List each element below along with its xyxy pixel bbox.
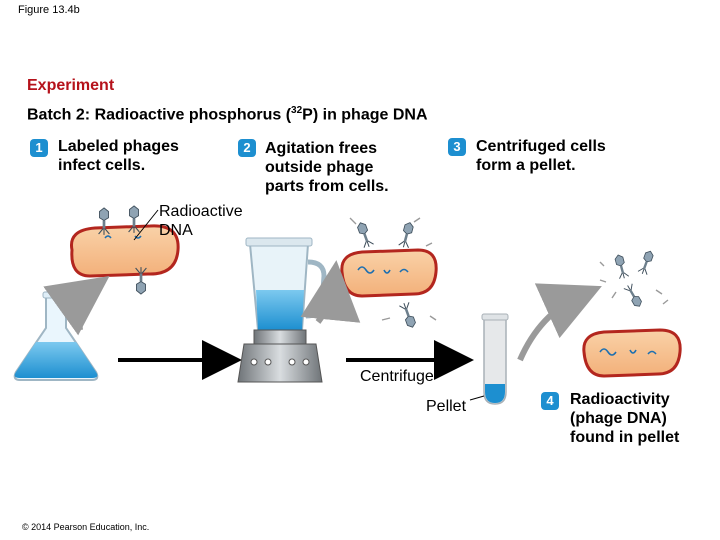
step-1-badge: 1 bbox=[30, 139, 48, 157]
step-2-text: Agitation frees outside phage parts from… bbox=[265, 140, 389, 195]
copyright-notice: © 2014 Pearson Education, Inc. bbox=[22, 522, 150, 532]
step-2-badge: 2 bbox=[238, 139, 256, 157]
step-3-text: Centrifuged cells form a pellet. bbox=[476, 138, 606, 174]
blender bbox=[237, 237, 327, 383]
step-4-badge: 4 bbox=[541, 392, 559, 410]
flask bbox=[13, 291, 99, 381]
figure-label: Figure 13.4b bbox=[18, 4, 80, 16]
subheading-prefix: Batch 2: Radioactive phosphorus ( bbox=[27, 106, 292, 124]
phage-group-3 bbox=[613, 249, 656, 310]
radioactive-dna-label: Radioactive DNA bbox=[159, 203, 243, 239]
subheading-suffix: P) in phage DNA bbox=[302, 106, 428, 124]
infected-cell bbox=[69, 224, 180, 278]
agitated-cell bbox=[340, 248, 438, 298]
step-1-text: Labeled phages infect cells. bbox=[58, 138, 179, 174]
flow-arrow-flask-to-cell bbox=[43, 276, 110, 336]
flow-arrow-to-pellet-cell bbox=[517, 283, 602, 362]
subheading-superscript: 32 bbox=[291, 105, 303, 116]
pellet-label: Pellet bbox=[426, 398, 467, 415]
centrifuge-label: Centrifuge bbox=[360, 368, 434, 385]
centrifuge-tube bbox=[481, 313, 509, 405]
flow-arrow-to-agitated-cell bbox=[300, 260, 361, 324]
experiment-heading: Experiment bbox=[27, 77, 115, 94]
pellet-cell bbox=[582, 328, 682, 378]
batch-subheading: Batch 2: Radioactive phosphorus (32P) in… bbox=[27, 105, 428, 124]
step-3-badge: 3 bbox=[448, 138, 466, 156]
step-4-text: Radioactivity (phage DNA) found in pelle… bbox=[570, 391, 680, 446]
